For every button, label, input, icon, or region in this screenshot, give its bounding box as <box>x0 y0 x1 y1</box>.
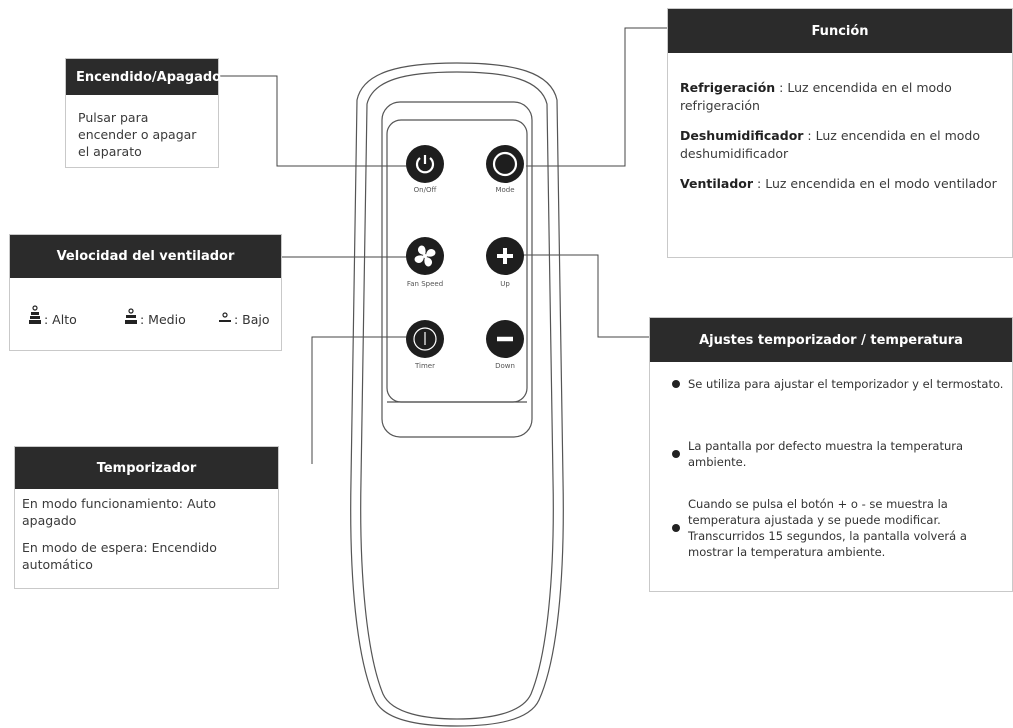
fan-speed-button[interactable] <box>406 237 444 275</box>
timer-panel-title: Temporizador <box>15 447 278 489</box>
speed-high: : Alto <box>28 305 77 327</box>
timer-line-operating: En modo funcionamiento: Auto apagado <box>22 496 217 528</box>
clock-icon <box>413 327 437 351</box>
up-button-label: Up <box>500 280 510 288</box>
function-item-cooling: Refrigeración : Luz encendida en el modo… <box>680 80 952 113</box>
mode-ring-icon <box>492 151 518 177</box>
fan-speed-button-label: Fan Speed <box>406 280 444 288</box>
fan-icon <box>414 245 436 267</box>
fan-speed-medium-icon <box>125 308 137 324</box>
function-panel-title: Función <box>668 9 1012 53</box>
timer-panel-body: En modo funcionamiento: Auto apagado En … <box>15 489 278 573</box>
power-button[interactable] <box>406 145 444 183</box>
adjust-item: Cuando se pulsa el botón + o - se muestr… <box>672 496 1006 560</box>
speed-low: : Bajo <box>218 305 270 327</box>
leader-power <box>219 75 408 167</box>
plus-icon <box>497 248 513 264</box>
function-panel-body: Refrigeración : Luz encendida en el modo… <box>668 53 1012 193</box>
minus-icon <box>497 336 513 342</box>
timer-line-standby: En modo de espera: Encendido automático <box>22 540 217 572</box>
fan-speed-panel: Velocidad del ventilador : Alto : Medio … <box>9 234 282 351</box>
leader-timer <box>311 336 415 464</box>
fan-speed-high-icon <box>29 305 41 324</box>
down-button-label: Down <box>495 362 515 370</box>
fan-speed-panel-title: Velocidad del ventilador <box>10 235 281 278</box>
up-button[interactable] <box>486 237 524 275</box>
remote-control-outline <box>350 62 564 727</box>
power-icon <box>415 155 435 174</box>
timer-button[interactable] <box>406 320 444 358</box>
bullet-dot <box>672 380 680 388</box>
leader-mode <box>526 27 667 167</box>
adjust-item: La pantalla por defecto muestra la tempe… <box>672 438 1006 470</box>
adjust-item: Se utiliza para ajustar el temporizador … <box>672 376 1006 392</box>
function-item-fan: Ventilador : Luz encendida en el modo ve… <box>680 176 997 191</box>
bullet-dot <box>672 450 680 458</box>
power-panel-title: Encendido/Apagado <box>66 59 221 95</box>
timer-temperature-panel: Ajustes temporizador / temperatura Se ut… <box>649 317 1013 592</box>
fan-speed-low-icon <box>219 312 231 322</box>
timer-panel: Temporizador En modo funcionamiento: Aut… <box>14 446 279 589</box>
mode-button[interactable] <box>486 145 524 183</box>
power-panel: Encendido/Apagado Pulsar para encender o… <box>65 58 221 168</box>
power-button-label: On/Off <box>413 186 437 194</box>
mode-button-label: Mode <box>495 186 515 194</box>
function-item-dehumidifier: Deshumidificador : Luz encendida en el m… <box>680 128 981 161</box>
function-panel: Función Refrigeración : Luz encendida en… <box>667 8 1013 258</box>
timer-button-label: Timer <box>414 362 435 370</box>
power-panel-description: Pulsar para encender o apagar el aparato <box>78 110 197 159</box>
down-button[interactable] <box>486 320 524 358</box>
speed-medium: : Medio <box>124 305 186 327</box>
timer-temperature-panel-title: Ajustes temporizador / temperatura <box>650 318 1012 362</box>
bullet-dot <box>672 524 680 532</box>
